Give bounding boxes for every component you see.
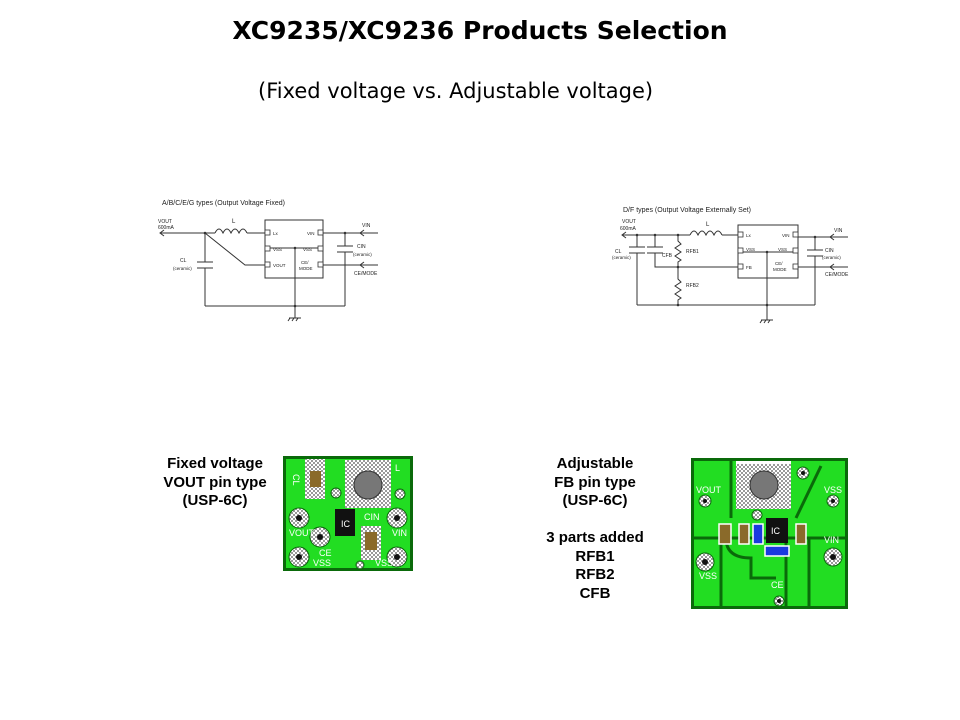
cl-label: CL [180,258,187,264]
label-line: Fixed voltage [167,455,263,472]
pin-label: FB [746,265,752,270]
pcb-vss-label: VSS [313,558,331,568]
pin-label: MODE [773,267,787,272]
pcb-vout-label: VOUT [696,485,722,495]
label-line: FB pin type [554,473,636,491]
pin-label: VOUT [273,263,286,268]
vout-label: VOUT [622,219,636,225]
schematic-title: D/F types (Output Voltage Externally Set… [623,207,751,214]
cl-label: CL [615,249,622,255]
cl-note: (ceramic) [173,266,192,271]
pcb-ce-label: CE [319,548,332,558]
cl-note: (ceramic) [612,255,631,260]
pcb-cin-label: CIN [364,512,380,522]
vout-label: VOUT [158,219,172,225]
label-line: RFB1 [575,547,615,565]
label-line: CFB [579,584,611,602]
vin-label: VIN [362,223,371,229]
pcb-vss-label: VSS [375,558,393,568]
inductor-label: L [706,222,710,228]
slide-title: XC9235/XC9236 Products Selection [232,16,728,45]
pin-label: Lx [746,233,752,238]
cfb-label: CFB [662,253,673,259]
pcb-ic-label: IC [771,526,781,536]
rfb1-label: RFB1 [686,249,699,255]
pcb-cl-label: CL [291,474,301,486]
cin-note: (ceramic) [353,252,372,257]
current-label: 600mA [158,225,175,231]
ce-mode-label: CE/MODE [354,271,378,277]
pcb-vin-label: VIN [824,535,839,545]
adjustable-voltage-label: Adjustable FB pin type (USP-6C) 3 parts … [520,455,670,603]
pin-label: VIN [307,231,315,236]
adjustable-voltage-schematic: D/F types (Output Voltage Externally Set… [612,207,849,324]
label-spacer [520,511,670,530]
pin-label: CE/ [775,261,783,266]
cin-label: CIN [825,248,834,254]
slide-subtitle: (Fixed voltage vs. Adjustable voltage) [258,79,654,103]
pcb-vout-label: VOUT [289,528,315,538]
schematic-title: A/B/C/E/G types (Output Voltage Fixed) [162,200,285,207]
vin-label: VIN [834,228,843,234]
cin-label: CIN [357,244,366,250]
inductor-label: L [232,219,236,225]
fixed-voltage-pcb-layout: IC CL L CIN VOUT VIN CE VSS VSS [283,456,413,571]
pin-label: CE/ [301,260,309,265]
adjustable-voltage-pcb-layout: IC VOUT VSS VIN VSS CE [691,458,848,609]
cin-note: (ceramic) [822,255,841,260]
pcb-vin-label: VIN [392,528,407,538]
label-line: (USP-6C) [562,492,628,509]
pcb-vss-label: VSS [824,485,842,495]
ce-mode-label: CE/MODE [825,272,849,278]
fixed-voltage-schematic: A/B/C/E/G types (Output Voltage Fixed) V… [158,200,378,322]
pcb-ce-label: CE [771,580,784,590]
pcb-l-label: L [395,463,400,473]
pin-label: VSS [746,247,755,252]
pin-label: Lx [273,231,279,236]
label-line: VOUT pin type [163,473,267,491]
pin-label: VSS [273,247,282,252]
label-line: RFB2 [575,566,615,583]
label-line: 3 parts added [546,529,644,546]
pin-label: VIN [782,233,790,238]
pin-label: MODE [299,266,313,271]
label-line: Adjustable [556,455,634,472]
label-line: (USP-6C) [182,492,248,509]
fixed-voltage-label: Fixed voltage VOUT pin type (USP-6C) [150,455,280,511]
pin-label: VSS [778,247,787,252]
rfb2-label: RFB2 [686,283,699,289]
pcb-ic-label: IC [341,519,351,529]
pin-label: VSS [303,247,312,252]
current-label: 600mA [620,226,637,232]
pcb-vss-label: VSS [699,571,717,581]
